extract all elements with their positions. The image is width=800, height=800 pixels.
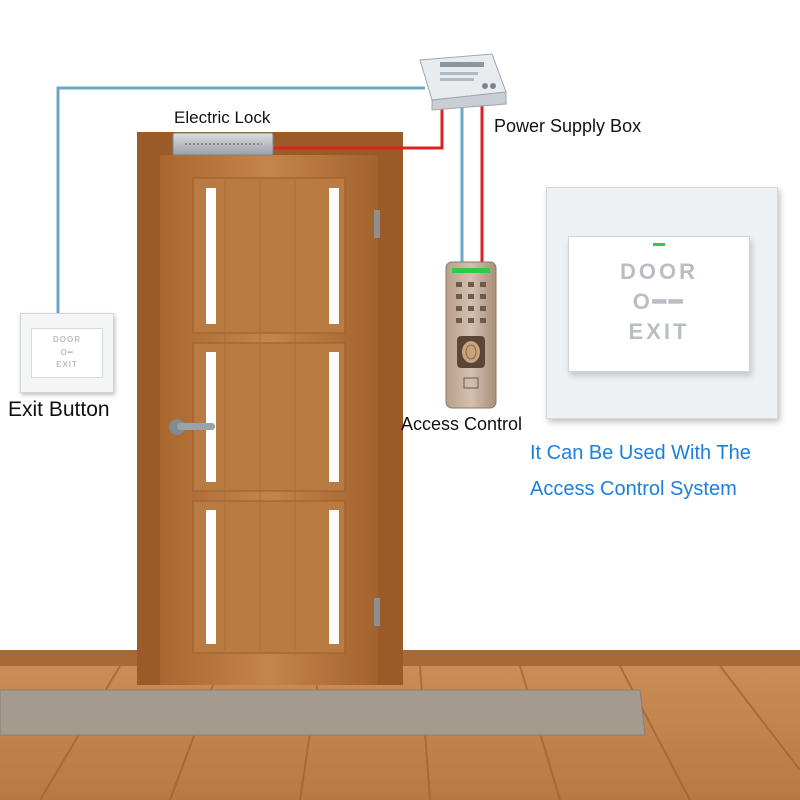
exit-button-label: Exit Button — [8, 398, 110, 421]
door-handle — [169, 419, 215, 435]
blue-wire-exit-button — [56, 86, 425, 313]
fingerprint-icon — [457, 336, 485, 368]
key-icon: O━ — [60, 348, 74, 357]
exit-button-small[interactable]: DOOR O━ EXIT — [20, 313, 114, 393]
closeup-exit-text: EXIT — [628, 319, 690, 344]
key-icon: O━━ — [632, 289, 686, 314]
power-supply-box — [419, 53, 507, 111]
exit-button-small-exit-text: EXIT — [56, 360, 78, 369]
electric-lock — [172, 132, 274, 156]
access-control-label: Access Control — [401, 414, 523, 434]
exit-button-closeup: DOOR O━━ EXIT — [546, 187, 778, 419]
power-supply-box-label: Power Supply Box — [494, 116, 642, 136]
caption-line-2: Access Control System — [530, 478, 737, 500]
exit-button-small-door-text: DOOR — [53, 335, 81, 344]
door — [137, 132, 403, 685]
electric-lock-label: Electric Lock — [174, 108, 271, 127]
exit-button-closeup-rocker[interactable]: DOOR O━━ EXIT — [568, 236, 750, 372]
wiring — [56, 86, 484, 313]
access-control-device — [445, 261, 497, 409]
keypad-icon — [456, 282, 486, 323]
indicator-led — [653, 243, 665, 246]
caption-line-1: It Can Be Used With The — [530, 442, 751, 464]
rug — [0, 689, 646, 736]
exit-button-rocker[interactable]: DOOR O━ EXIT — [31, 328, 103, 378]
closeup-door-text: DOOR — [620, 259, 698, 284]
red-wire-lock — [270, 105, 444, 150]
